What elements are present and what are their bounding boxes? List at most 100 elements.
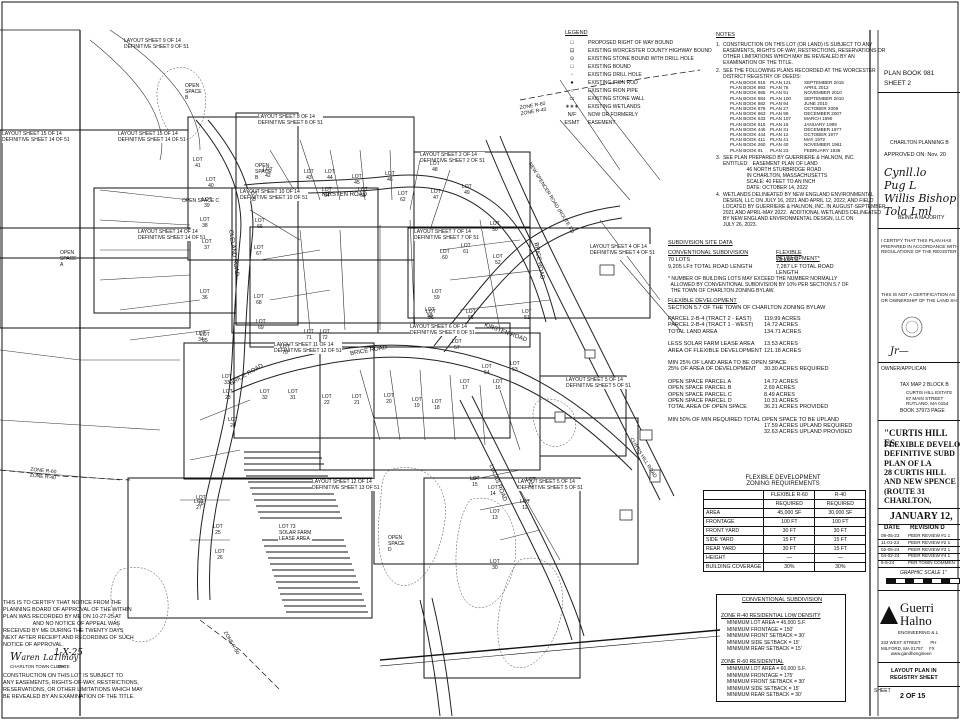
clerk-label: CHARLTON TOWN CLERK <box>10 664 66 669</box>
lot-number: 40 <box>208 182 214 189</box>
lot-word: LOT <box>196 495 206 501</box>
lot-word: LOT <box>493 254 503 260</box>
company-eng: ENGINEERING & L <box>898 630 939 635</box>
lot-number: 56 <box>428 314 434 321</box>
zoning-cell: 30% <box>814 562 867 572</box>
lot-word: LOT <box>254 294 264 300</box>
plan-reference-cell: JANUARY 1989 <box>804 121 837 127</box>
lot-word: LOT <box>228 417 238 423</box>
lot-number: 49 <box>464 189 470 196</box>
lot-word: LOT <box>385 171 395 177</box>
plan-reference-cell: PLAN BOOK 411 <box>730 137 766 143</box>
legend-item: EXISTING IRON PIPE <box>588 88 639 94</box>
lot-word: LOT <box>254 245 264 251</box>
legend-symbol-icon: □ <box>570 40 574 46</box>
conventional-requirement: MINIMUM LOT AREA = 45,000 S.F. <box>727 620 806 626</box>
site-data-value: 14.72 ACRES <box>764 379 798 385</box>
lot-number: 42 <box>265 172 271 179</box>
site-data-value: 119.99 ACRES <box>764 316 801 322</box>
site-data-label: OPEN SPACE PARCEL C <box>668 391 732 398</box>
lot-word: LOT <box>490 559 500 565</box>
layout-sheet-tag: LAYOUT SHEET 5 OF 14 DEFINITIVE SHEET 5 … <box>566 377 631 389</box>
site-data-value: 10.31 ACRES <box>764 397 798 404</box>
lot-number: 25 <box>215 529 221 536</box>
plan-reference-cell: PLAN 41 <box>770 137 789 143</box>
lot-number: 58 <box>427 312 433 319</box>
lot-number: 45 <box>354 179 360 186</box>
conventional-requirement: MINIMUM FRONT SETBACK = 30' <box>727 679 805 685</box>
sheet-label: SHEET <box>874 688 891 694</box>
revision-desc: PEER REVIEW #2 1 <box>908 539 951 545</box>
site-data-value: 13.53 ACRES <box>764 341 798 348</box>
company-name-2: Halno <box>900 613 932 628</box>
lot-word: LOT <box>466 309 476 315</box>
plan-reference-cell: PLAN 100 <box>770 95 791 101</box>
legend-symbol-icon: ∗∗∗ <box>565 104 579 110</box>
zoning-cell: BUILDING COVERAGE <box>702 562 765 572</box>
plan-reference-cell: PLAN BOOK 446 <box>730 126 766 132</box>
lot-word: LOT <box>412 397 422 403</box>
lot-word: LOT <box>398 191 408 197</box>
lot-word: LOT <box>488 485 498 491</box>
railroad-line <box>379 629 721 667</box>
layout-sheet-tag: LAYOUT SHEET 4 OF 14 DEFINITIVE SHEET 4 … <box>590 244 655 256</box>
legend-symbol-icon: □ <box>570 64 574 70</box>
lot-word: LOT <box>215 549 225 555</box>
site-data-label: TOTAL LAND AREA <box>668 328 718 335</box>
lot-word: LOT <box>304 329 314 335</box>
layout-sheet-tag: LAYOUT SHEET 11 OF 14 DEFINITIVE SHEET 1… <box>274 342 342 354</box>
legend-title: LEGEND <box>565 30 588 36</box>
plan-reference-cell: PLAN 23 <box>770 147 789 153</box>
lot-word: LOT <box>462 184 472 190</box>
zoning-cell: 100 FT <box>814 517 867 527</box>
engineer-seal <box>901 316 923 338</box>
plan-reference-cell: PLAN BOOK 915 <box>730 80 766 85</box>
engineer-signature: Jr— <box>890 346 909 357</box>
revision-desc: PEER REVIEW #3 1 <box>908 546 951 552</box>
conventional-requirement: MINIMUM LOT AREA = 60,000 S.F. <box>727 666 806 672</box>
lot-word: LOT <box>431 189 441 195</box>
plan-reference-cell: JUNE 2010 <box>804 100 828 106</box>
lot-number: 63 <box>360 192 366 199</box>
not-cert-note: THIS IS NOT A CERTIFICATION AS OR OWNERS… <box>881 292 957 303</box>
zoning-cell: 30 FT <box>814 526 867 536</box>
conventional-requirement: MINIMUM REAR SETBACK = 30' <box>727 692 802 698</box>
plan-reference-cell: PLAN 27 <box>770 106 789 111</box>
site-data-value: 134.71 ACRES <box>764 328 801 335</box>
zoning-cell: 15 FT <box>763 535 816 545</box>
lot-number: 24 <box>230 422 236 429</box>
deed-book: BOOK 37973 PAGE <box>900 408 945 414</box>
lot-number: 38 <box>202 222 208 229</box>
lot-word: LOT <box>470 476 480 482</box>
plan-reference-cell: FEBRUARY 1936 <box>804 147 841 153</box>
owner-label: OWNER/APPLICAN <box>881 366 927 372</box>
lot-word: LOT <box>200 217 210 223</box>
zoning-cell: 30,000 SF <box>814 508 867 518</box>
layout-sheet-tag: LAYOUT SHEET 2 OF 14 DEFINITIVE SHEET 2 … <box>420 152 485 164</box>
conventional-requirement: MINIMUM SIDE SETBACK = 15' <box>727 639 800 646</box>
lot-number: 69 <box>258 324 264 331</box>
project-line: CHARLTON, <box>884 495 932 505</box>
plan-reference-cell: PLAN BOOK 615 <box>730 121 766 127</box>
company-address: 333 WEST STREET PH MILFORD, MA 01757 FX … <box>881 640 937 656</box>
flex-title: FLEXIBLE DEVELOPMENT <box>668 298 737 304</box>
lot-number: 17 <box>462 384 468 391</box>
